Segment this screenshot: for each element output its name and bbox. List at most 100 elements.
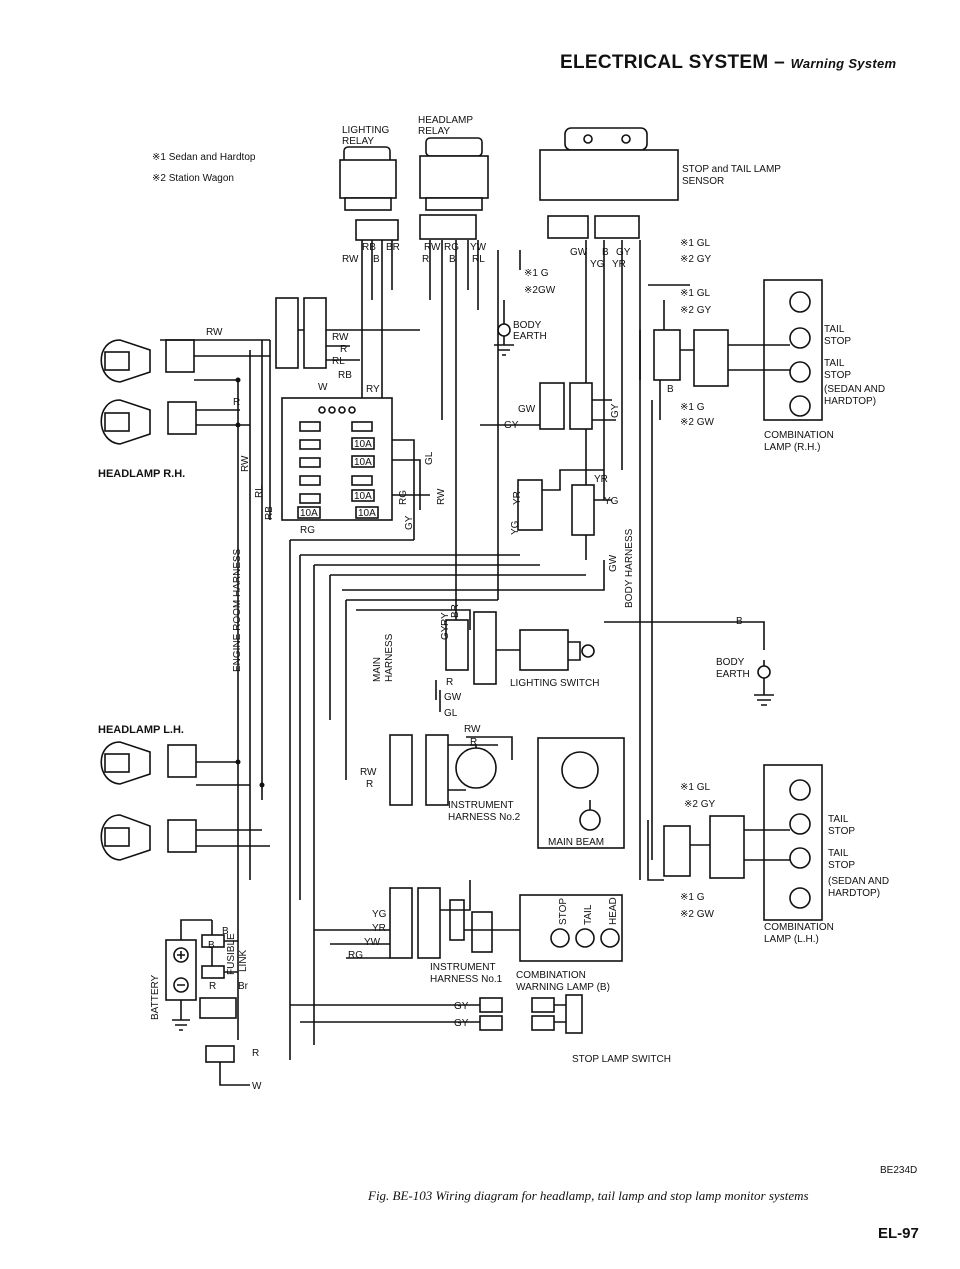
page-header: ELECTRICAL SYSTEM – Warning System: [560, 52, 896, 74]
wire-rg-fuse: RG: [300, 525, 315, 536]
wire-r-left: R: [233, 397, 240, 408]
wire-gy-vert: GY: [404, 515, 415, 530]
fuse-4: 10A: [300, 508, 318, 519]
wire-rb-vert: RB: [264, 506, 275, 520]
wire-yg-sensor: YG: [590, 259, 605, 270]
wire-s2gy-rh: ※2 GY: [680, 305, 711, 316]
wire-rw-relay: RW: [424, 242, 441, 253]
wire-yg-vert: YG: [510, 520, 521, 535]
wire-s1g-rh: ※1 G: [680, 402, 705, 413]
comb-lamp-rh-label-2: LAMP (R.H.): [764, 442, 821, 453]
rh-hardtop: HARDTOP): [824, 396, 876, 407]
stop-tail-lamp-sensor: STOP and TAIL LAMP SENSOR: [539, 127, 781, 239]
lighting-relay-label-2: RELAY: [342, 136, 374, 147]
wire-br-ls: BR: [450, 604, 461, 618]
wire-rg-vert: RG: [398, 490, 409, 505]
instrument-harness-2-label-2: HARNESS No.2: [448, 812, 521, 823]
wire-yr-vert: YR: [512, 491, 523, 505]
wire-yr-sensor: YR: [612, 259, 626, 270]
center-bus-wiring: [289, 539, 605, 1060]
comb-lamp-lh-label-1: COMBINATION: [764, 922, 834, 933]
figure-caption: Fig. BE-103 Wiring diagram for headlamp,…: [368, 1188, 809, 1203]
headlamp-rh: HEADLAMP R.H.: [98, 339, 197, 480]
lighting-relay-label-1: LIGHTING: [342, 125, 389, 136]
main-harness-label-1: MAIN: [372, 657, 383, 682]
wire-b-fl-1: B: [222, 926, 229, 937]
body-harness-label: BODY HARNESS: [624, 528, 635, 608]
wire-br-fl: Br: [238, 981, 249, 992]
lighting-relay: LIGHTING RELAY: [339, 125, 397, 211]
wire-yw-relay: YW: [470, 242, 487, 253]
wire-r-ih2-left: R: [366, 779, 373, 790]
comb-warning-label-2: WARNING LAMP (B): [516, 982, 610, 993]
stop-lamp-switch: STOP LAMP SWITCH: [290, 994, 671, 1065]
main-harness-label-2: HARNESS: [384, 633, 395, 682]
wire-br: BR: [386, 242, 400, 253]
wire-gy-sls-1: GY: [454, 1001, 469, 1012]
wire-gy-side: GY: [610, 403, 621, 418]
lh-stop-2: STOP: [828, 860, 855, 871]
wire-s1gl-lh: ※1 GL: [680, 782, 710, 793]
lighting-switch: LIGHTING SWITCH: [435, 611, 599, 712]
wire-r-conn: R: [340, 344, 347, 355]
header-subtitle: Warning System: [790, 56, 897, 71]
legend-sedan: ※1 Sedan and Hardtop: [152, 152, 256, 163]
wire-gl-ls: GL: [444, 708, 458, 719]
wire-gy-mid: GY: [504, 420, 519, 431]
body-earth-right-label-2: EARTH: [716, 669, 750, 680]
header-dash: –: [774, 52, 785, 73]
wire-rw-left: RW: [206, 327, 223, 338]
fuse-block: W RY 10A 10A 10A 10A 10A: [281, 382, 430, 540]
wire-b-right: B: [736, 616, 743, 627]
wire-gl-vert: GL: [424, 451, 435, 465]
wire-b-rh: B: [667, 384, 674, 395]
fusible-link: FUSIBLE LINK: [199, 920, 250, 1086]
wire-yg-mid: YG: [604, 496, 619, 507]
body-earth-right-label-1: BODY: [716, 657, 745, 668]
fuse-2: 10A: [354, 457, 372, 468]
wire-r-fl: R: [209, 981, 216, 992]
wire-rw-vert: RW: [240, 455, 251, 472]
wire-w-fuse: W: [318, 382, 328, 393]
wire-b-sensor: B: [602, 247, 609, 258]
wire-ry-ls: RY: [440, 612, 451, 626]
wire-gy-sls-2: GY: [454, 1018, 469, 1029]
wire-s2gw-sensor: ※2GW: [524, 285, 556, 296]
main-beam-indicator: MAIN BEAM: [537, 737, 625, 849]
rh-tail-2: TAIL: [824, 358, 845, 369]
headlamp-relay-label-1: HEADLAMP: [418, 115, 473, 126]
lh-hardtop: HARDTOP): [828, 888, 880, 899]
combination-lamp-rh: TAIL STOP TAIL STOP (SEDAN AND HARDTOP) …: [639, 279, 885, 453]
wire-ry-fuse: RY: [366, 384, 380, 395]
comb-warning-label-1: COMBINATION: [516, 970, 586, 981]
relay-wiring: [355, 214, 641, 620]
main-harness-connectors: [480, 382, 616, 536]
wire-yg-ih1: YG: [372, 909, 387, 920]
engine-room-harness-label: ENGINE ROOM HARNESS: [232, 548, 243, 672]
wire-rw-ih2-left: RW: [360, 767, 377, 778]
wire-b-fl-2: B: [208, 940, 215, 951]
wire-b-top: B: [373, 254, 380, 265]
headlamp-lh: HEADLAMP L.H.: [98, 724, 197, 861]
rh-stop-2: STOP: [824, 370, 851, 381]
wire-gw-ls: GW: [444, 692, 462, 703]
wire-s1g-sensor: ※1 G: [524, 268, 549, 279]
page-number: EL-97: [878, 1225, 919, 1242]
legend-wagon: ※2 Station Wagon: [152, 173, 234, 184]
wire-r-relay: R: [422, 254, 429, 265]
wire-yr-ih1: YR: [372, 923, 386, 934]
fuse-1: 10A: [354, 439, 372, 450]
headlamp-relay-label-2: RELAY: [418, 126, 450, 137]
wire-rb: RB: [362, 242, 376, 253]
headlamp-relay: HEADLAMP RELAY: [418, 115, 489, 211]
wire-s2gy-lh: ※2 GY: [684, 799, 715, 810]
wire-rg-relay: RG: [444, 242, 459, 253]
wire-rl-relay: RL: [472, 254, 485, 265]
wire-rg-ih1: RG: [348, 950, 363, 961]
headlamp-lh-label: HEADLAMP L.H.: [98, 724, 184, 736]
instrument-harness-1-label-2: HARNESS No.1: [430, 974, 503, 985]
comb-lamp-lh-label-2: LAMP (L.H.): [764, 934, 819, 945]
wire-rw-conn: RW: [332, 332, 349, 343]
rh-sedan: (SEDAN AND: [824, 384, 885, 395]
stop-lamp-switch-label: STOP LAMP SWITCH: [572, 1054, 671, 1065]
